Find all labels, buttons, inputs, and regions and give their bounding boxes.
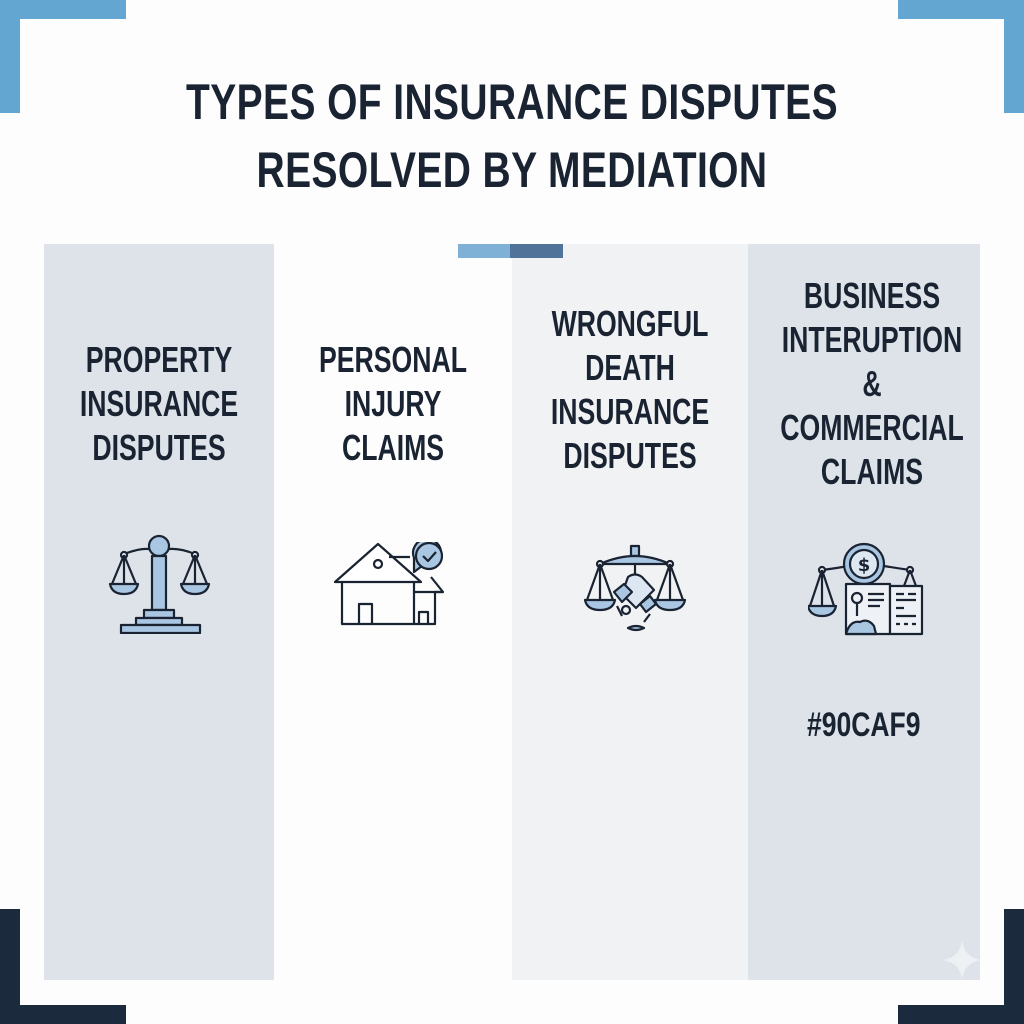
- column-property-insurance: PROPERTY INSURANCE DISPUTES: [44, 244, 274, 980]
- column-personal-injury: PERSONAL INJURY CLAIMS: [274, 244, 512, 980]
- corner-bottom-left-vertical: [0, 909, 20, 1024]
- corner-bottom-right-horizontal: [898, 1005, 1024, 1024]
- svg-text:$: $: [858, 555, 871, 576]
- house-check-icon: [333, 542, 445, 626]
- corner-top-right-vertical: [1004, 0, 1024, 113]
- corner-bottom-right-vertical: [1004, 909, 1024, 1024]
- scales-of-justice-icon: [108, 534, 211, 634]
- column-wrongful-death: WRONGFUL DEATH INSURANCE DISPUTES: [512, 244, 748, 980]
- corner-top-right-horizontal: [898, 0, 1024, 19]
- scales-broken-icon: [584, 544, 687, 632]
- column-label: WRONGFUL DEATH INSURANCE DISPUTES: [550, 303, 710, 476]
- column-label: PROPERTY INSURANCE DISPUTES: [79, 339, 239, 468]
- corner-bottom-left-horizontal: [0, 1005, 126, 1024]
- title-line-2: RESOLVED BY MEDIATION: [256, 142, 768, 198]
- sparkle-icon: [942, 940, 982, 980]
- accent-bar-dark: [510, 244, 563, 258]
- accent-bar-light: [458, 244, 510, 258]
- scales-dollar-documents-icon: $: [808, 542, 924, 636]
- corner-top-left-vertical: [0, 0, 20, 113]
- page-title: TYPES OF INSURANCE DISPUTES RESOLVED BY …: [113, 68, 912, 204]
- column-label: PERSONAL INJURY CLAIMS: [318, 339, 468, 468]
- corner-top-left-horizontal: [0, 0, 126, 19]
- title-line-1: TYPES OF INSURANCE DISPUTES: [186, 74, 838, 130]
- column-business-interruption: BUSINESS INTERUPTION & COMMERCIAL CLAIMS…: [748, 244, 980, 980]
- color-code-note: #90CAF9: [807, 706, 921, 744]
- column-label: BUSINESS INTERUPTION & COMMERCIAL CLAIMS: [780, 275, 964, 492]
